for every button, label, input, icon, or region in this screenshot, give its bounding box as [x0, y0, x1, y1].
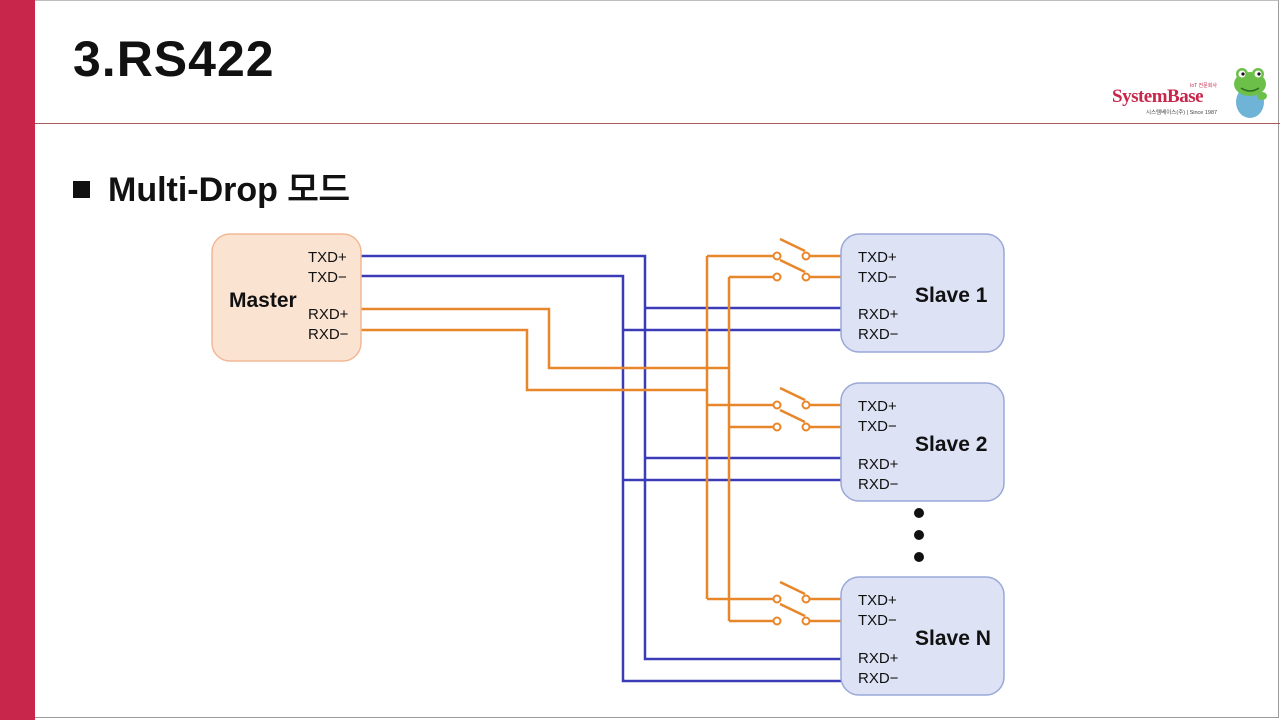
slaveN-pin-txd-minus: TXD−: [858, 612, 897, 629]
header-divider: [35, 123, 1280, 124]
tx-minus-bus-wire: [361, 274, 841, 683]
logo-tagline: IoT 전문회사: [1190, 83, 1217, 89]
slave1-pin-rxd-plus: RXD+: [858, 306, 899, 323]
slave1-pin-rxd-minus: RXD−: [858, 326, 899, 343]
slave2-pin-rxd-minus: RXD−: [858, 476, 899, 493]
slaveN-pin-txd-plus: TXD+: [858, 592, 897, 609]
slave1-switch-icon-1: [772, 258, 811, 282]
more-slaves-ellipsis: [914, 508, 924, 562]
slide-title: 3.RS422: [73, 31, 275, 87]
slave1-pin-txd-minus: TXD−: [858, 269, 897, 286]
logo-name: SystemBase: [1112, 86, 1204, 107]
master-pin-rxd-plus: RXD+: [308, 306, 349, 323]
slave-name-2: Slave 2: [915, 433, 987, 456]
wires: [361, 254, 841, 683]
rx-minus-bus-wire: [361, 328, 707, 392]
slave2-pin-rxd-plus: RXD+: [858, 456, 899, 473]
slave2-pin-txd-plus: TXD+: [858, 398, 897, 415]
slave-box-1: [840, 233, 1005, 353]
slave-box-2: [840, 382, 1005, 502]
slaveN-switch-icon-0: [772, 580, 811, 604]
slaveN-pin-rxd-minus: RXD−: [858, 670, 899, 687]
frog-mascot-icon: [1234, 68, 1267, 118]
slave-node-1: Slave 1 TXD+ TXD− RXD+ RXD−: [840, 233, 1005, 353]
slide-frame: [35, 0, 1279, 718]
slaveN-switch-icon-1: [772, 602, 811, 626]
accent-sidebar: [0, 0, 35, 720]
section-heading: Multi-Drop 모드: [73, 162, 350, 211]
slave-name-n: Slave N: [915, 627, 991, 650]
rx-plus-bus-wire: [361, 307, 729, 370]
slave-node-n: Slave N TXD+ TXD− RXD+ RXD−: [840, 576, 1005, 696]
slave2-switch-icon-1: [772, 408, 811, 432]
company-logo: IoT 전문회사 SystemBase 시스템베이스(주) | Since 19…: [1112, 62, 1272, 120]
master-pin-txd-minus: TXD−: [308, 269, 347, 286]
slave-node-2: Slave 2 TXD+ TXD− RXD+ RXD−: [840, 382, 1005, 502]
master-box: [211, 233, 362, 362]
section-heading-text: Multi-Drop 모드: [108, 171, 350, 209]
slave1-pin-txd-plus: TXD+: [858, 249, 897, 266]
slave2-switch-icon-0: [772, 386, 811, 410]
switches: [772, 237, 811, 626]
slave2-pin-txd-minus: TXD−: [858, 418, 897, 435]
master-name: Master: [229, 289, 297, 312]
master-pin-txd-plus: TXD+: [308, 249, 347, 266]
slave-box-n: [840, 576, 1005, 696]
slaveN-pin-rxd-plus: RXD+: [858, 650, 899, 667]
slave1-switch-icon-0: [772, 237, 811, 261]
slave-name-1: Slave 1: [915, 284, 988, 307]
master-node: Master TXD+ TXD− RXD+ RXD−: [211, 233, 362, 362]
logo-subline: 시스템베이스(주) | Since 1987: [1146, 110, 1218, 116]
master-pin-rxd-minus: RXD−: [308, 326, 349, 343]
bullet-square-icon: [73, 181, 90, 198]
